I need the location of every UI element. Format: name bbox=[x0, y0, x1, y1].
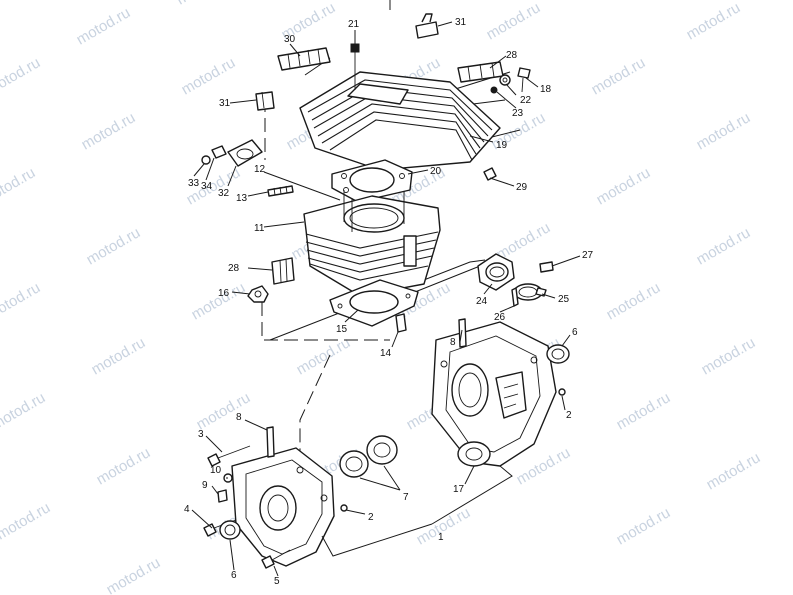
callout-7: 7 bbox=[403, 492, 409, 503]
callout-23: 23 bbox=[512, 108, 524, 119]
watermark: motod.ru bbox=[699, 334, 759, 378]
watermark: motod.ru bbox=[294, 334, 354, 378]
watermark: motod.ru bbox=[0, 54, 43, 98]
watermark: motod.ru bbox=[104, 554, 164, 595]
rubber-strip-30 bbox=[277, 47, 331, 71]
callout-22: 22 bbox=[520, 95, 532, 106]
callout-11: 11 bbox=[254, 223, 265, 234]
callout-25: 25 bbox=[558, 294, 570, 305]
seal-6-left bbox=[219, 520, 241, 540]
callout-1: 1 bbox=[438, 532, 444, 543]
callout-18: 18 bbox=[540, 84, 552, 95]
watermark: motod.ru bbox=[89, 334, 149, 378]
rubber-strip-28-top bbox=[457, 61, 504, 83]
watermark: motod.ru bbox=[589, 54, 649, 98]
leader-lines bbox=[191, 21, 581, 577]
hose-clamp bbox=[513, 283, 547, 301]
callout-5: 5 bbox=[274, 576, 280, 587]
callout-29: 29 bbox=[516, 182, 528, 193]
watermark: motod.ru bbox=[0, 499, 53, 543]
base-gasket bbox=[329, 279, 419, 327]
callout-26: 26 bbox=[494, 312, 506, 323]
watermark: motod.ru bbox=[594, 164, 654, 208]
cylinder-head bbox=[299, 43, 501, 171]
head-gasket bbox=[331, 159, 413, 203]
crankcase-right bbox=[431, 321, 557, 467]
watermark: motod.ru bbox=[484, 0, 544, 43]
callout-33: 33 bbox=[188, 178, 200, 189]
head-fasteners-right bbox=[490, 67, 531, 94]
watermark: motod.ru bbox=[0, 164, 38, 208]
callout-8: 8 bbox=[450, 337, 456, 348]
callout-27: 27 bbox=[582, 250, 594, 261]
callout-12: 12 bbox=[254, 164, 266, 175]
bolts-3-4-5-9-10 bbox=[203, 445, 291, 569]
callout-30: 30 bbox=[284, 34, 296, 45]
watermark: motod.ru bbox=[0, 279, 43, 323]
watermark: motod.ru bbox=[604, 279, 664, 323]
nut-16 bbox=[247, 285, 269, 303]
callout-6: 6 bbox=[572, 327, 578, 338]
callout-24: 24 bbox=[476, 296, 488, 307]
watermark: motod.ru bbox=[194, 389, 254, 433]
exhaust-flange-32 bbox=[227, 139, 263, 167]
watermark: motod.ru bbox=[614, 504, 674, 548]
callout-17: 17 bbox=[453, 484, 465, 495]
watermark: motod.ru bbox=[694, 224, 754, 268]
plug-2-left bbox=[340, 504, 348, 512]
callout-3: 3 bbox=[198, 429, 204, 440]
nut-33-34 bbox=[201, 145, 227, 165]
stud-8-right bbox=[458, 318, 467, 348]
cylinder bbox=[303, 190, 441, 297]
callout-19: 19 bbox=[496, 140, 508, 151]
callout-10: 10 bbox=[210, 465, 222, 476]
callout-16: 16 bbox=[218, 288, 230, 299]
callout-31: 31 bbox=[455, 17, 467, 28]
watermark: motod.ru bbox=[174, 0, 234, 8]
callout-2: 2 bbox=[566, 410, 572, 421]
callout-28: 28 bbox=[228, 263, 240, 274]
intake-flange bbox=[477, 253, 515, 291]
callout-28: 28 bbox=[506, 50, 518, 61]
watermark: motod.ru bbox=[79, 109, 139, 153]
spark-plug-icon bbox=[350, 43, 360, 53]
callout-32: 32 bbox=[218, 188, 230, 199]
watermark: motod.ru bbox=[179, 54, 239, 98]
watermark: motod.ru bbox=[684, 0, 744, 43]
crankcase-left bbox=[231, 447, 335, 567]
watermark: motod.ru bbox=[94, 444, 154, 488]
rubber-strip-28-left bbox=[271, 257, 295, 285]
callout-20: 20 bbox=[430, 166, 442, 177]
seal-6-right bbox=[546, 344, 570, 364]
bracket-31-left bbox=[255, 91, 275, 111]
watermark: motod.ru bbox=[614, 389, 674, 433]
callout-21: 21 bbox=[348, 19, 360, 30]
callout-14: 14 bbox=[380, 348, 392, 359]
callout-34: 34 bbox=[201, 181, 213, 192]
watermark: motod.ru bbox=[74, 4, 134, 48]
callout-2: 2 bbox=[368, 512, 374, 523]
callout-4: 4 bbox=[184, 504, 190, 515]
stud-13 bbox=[267, 185, 294, 197]
callout-8: 8 bbox=[236, 412, 242, 423]
small-parts-26-27-29 bbox=[483, 167, 554, 307]
watermark: motod.ru bbox=[84, 224, 144, 268]
watermark: motod.ru bbox=[694, 109, 754, 153]
watermark: motod.ru bbox=[189, 279, 249, 323]
plug-2-right bbox=[558, 388, 566, 396]
callout-labels: 1 2 2 3 4 5 6 6 7 8 8 9 10 11 12 13 14 1… bbox=[184, 17, 594, 587]
callout-9: 9 bbox=[202, 480, 208, 491]
callout-6: 6 bbox=[231, 570, 237, 581]
bracket-31-top bbox=[415, 13, 439, 39]
stud-8-left bbox=[266, 426, 275, 458]
callout-13: 13 bbox=[236, 193, 248, 204]
dowel-14 bbox=[395, 313, 407, 333]
callout-31: 31 bbox=[219, 98, 231, 109]
callout-15: 15 bbox=[336, 324, 348, 335]
watermark: motod.ru bbox=[0, 389, 48, 433]
main-bearings bbox=[339, 435, 398, 478]
watermark: motod.ru bbox=[704, 449, 764, 493]
